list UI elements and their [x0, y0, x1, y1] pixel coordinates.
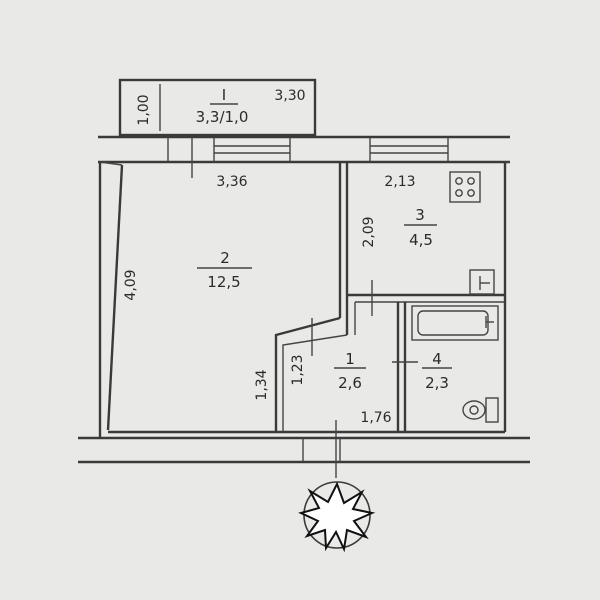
room-1-height-dim-a: 1,23: [290, 354, 306, 385]
room-4: 4 2,3: [422, 350, 452, 392]
room-2: 2 12,5 3,36 4,09: [123, 174, 252, 301]
room-1-width-dim: 1,76: [360, 410, 391, 426]
room-3-area: 4,5: [409, 231, 433, 249]
balcony-number: I: [222, 86, 226, 104]
room-3-number: 3: [415, 206, 425, 224]
room-2-width-dim: 3,36: [216, 174, 247, 190]
sink-icon: [469, 269, 495, 295]
balcony-width-dim: 3,30: [274, 88, 305, 104]
stove-icon: [449, 171, 481, 203]
balcony-depth-dim: 1,00: [136, 94, 152, 125]
room-1-height-dim-b: 1,34: [254, 369, 270, 400]
room-4-area: 2,3: [425, 374, 449, 392]
room-3-height-dim: 2,09: [361, 216, 377, 247]
balcony-area: 3,3/1,0: [196, 108, 249, 126]
corridor-wall-left-inner: [282, 334, 348, 432]
room-4-number: 4: [432, 350, 442, 368]
room-3-width-dim: 2,13: [384, 174, 415, 190]
room-1: 1 2,6 1,76 1,23 1,34: [254, 350, 392, 426]
balcony-outline: [118, 78, 317, 137]
window-room-2: [213, 137, 291, 162]
corridor-wall-left: [274, 316, 341, 432]
window-room-3: [369, 137, 449, 162]
entrance-starburst-icon: [298, 481, 376, 553]
room-2-height-dim: 4,09: [123, 269, 139, 300]
walls: [78, 135, 530, 478]
balcony: 1,00 I 3,3/1,0 3,30: [118, 78, 317, 137]
room-2-area: 12,5: [207, 273, 240, 291]
left-wall-inner: [106, 164, 124, 431]
bathtub-icon: [411, 305, 499, 341]
room-1-number: 1: [345, 350, 355, 368]
room-3: 3 4,5 2,13 2,09: [361, 174, 437, 249]
room-2-number: 2: [220, 249, 230, 267]
room-1-area: 2,6: [338, 374, 362, 392]
toilet-icon: [462, 397, 499, 423]
